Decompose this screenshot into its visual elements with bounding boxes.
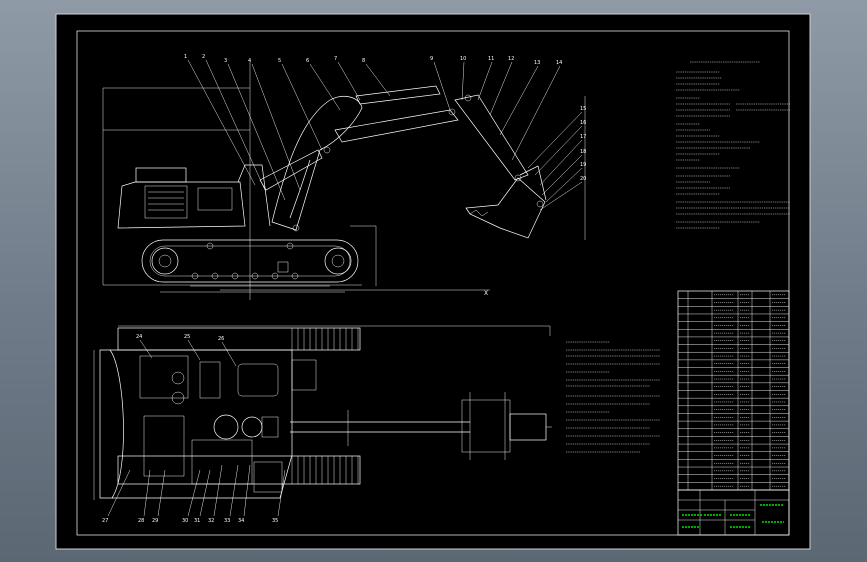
- side-panel: [197, 187, 233, 211]
- part-number: 35: [272, 518, 278, 524]
- part-number: 15: [580, 106, 586, 112]
- part-number: 14: [556, 60, 562, 66]
- part-number: 28: [138, 518, 144, 524]
- idler-wheel: [151, 247, 179, 275]
- side-view: X: [102, 54, 586, 300]
- part-number: 30: [182, 518, 188, 524]
- upper-structure: [117, 181, 246, 229]
- counterweight-plan: [109, 349, 124, 499]
- stick: [454, 94, 529, 181]
- radiator-plan: [199, 361, 221, 399]
- part-number: 13: [534, 60, 540, 66]
- part-number: 7: [334, 56, 337, 62]
- part-number: 3: [224, 58, 227, 64]
- part-number: 25: [184, 334, 190, 340]
- swing-bearing: [213, 414, 239, 440]
- boom-cylinder: [259, 149, 323, 191]
- part-number: 17: [580, 134, 586, 140]
- part-number: 19: [580, 162, 586, 168]
- part-number: 18: [580, 149, 586, 155]
- spec-block: [676, 61, 790, 229]
- engine-hood: [135, 167, 187, 183]
- bucket: [465, 177, 546, 239]
- top-view: 24 25 26 27 28 29 30 31 32 33 34 35: [93, 325, 552, 524]
- crawler-track: [141, 239, 359, 283]
- part-number: 27: [102, 518, 108, 524]
- turntable-outline: [99, 349, 293, 499]
- part-number: 5: [278, 58, 281, 64]
- part-number: 12: [508, 56, 514, 62]
- drawing-border: [76, 30, 790, 536]
- part-number: 11: [488, 56, 494, 62]
- part-number: 9: [430, 56, 433, 62]
- radiator-grille: [144, 185, 188, 219]
- part-number: 32: [208, 518, 214, 524]
- part-number: 1: [184, 54, 187, 60]
- engine-block-plan: [139, 355, 189, 399]
- part-number: 29: [152, 518, 158, 524]
- part-number: 26: [218, 336, 224, 342]
- parts-table: [677, 290, 790, 491]
- part-number: 33: [224, 518, 230, 524]
- axis-label: X: [484, 290, 488, 297]
- part-number: 10: [460, 56, 466, 62]
- part-number: 6: [306, 58, 309, 64]
- part-number: 8: [362, 58, 365, 64]
- part-number: 2: [202, 54, 205, 60]
- boom: [271, 96, 363, 231]
- technical-notes: [566, 341, 660, 453]
- part-number: 16: [580, 120, 586, 126]
- top-view-part-numbers: 24 25 26 27 28 29 30 31 32 33 34 35: [102, 334, 278, 524]
- cab-plan: [237, 363, 279, 397]
- bucket-linkage: [519, 165, 547, 201]
- part-number: 20: [580, 176, 586, 182]
- side-view-part-numbers: 1 2 3 4 5 6 7 8 9 10 11 12 13 14 15 16 1…: [184, 54, 586, 182]
- part-number: 4: [248, 58, 251, 64]
- drawing-sheet: [55, 13, 811, 550]
- arm: [334, 109, 459, 143]
- sprocket-wheel: [324, 247, 352, 275]
- title-block: [677, 489, 790, 536]
- part-number: 24: [136, 334, 142, 340]
- part-number: 34: [238, 518, 244, 524]
- part-number: 31: [194, 518, 200, 524]
- arm-cylinder: [355, 85, 441, 105]
